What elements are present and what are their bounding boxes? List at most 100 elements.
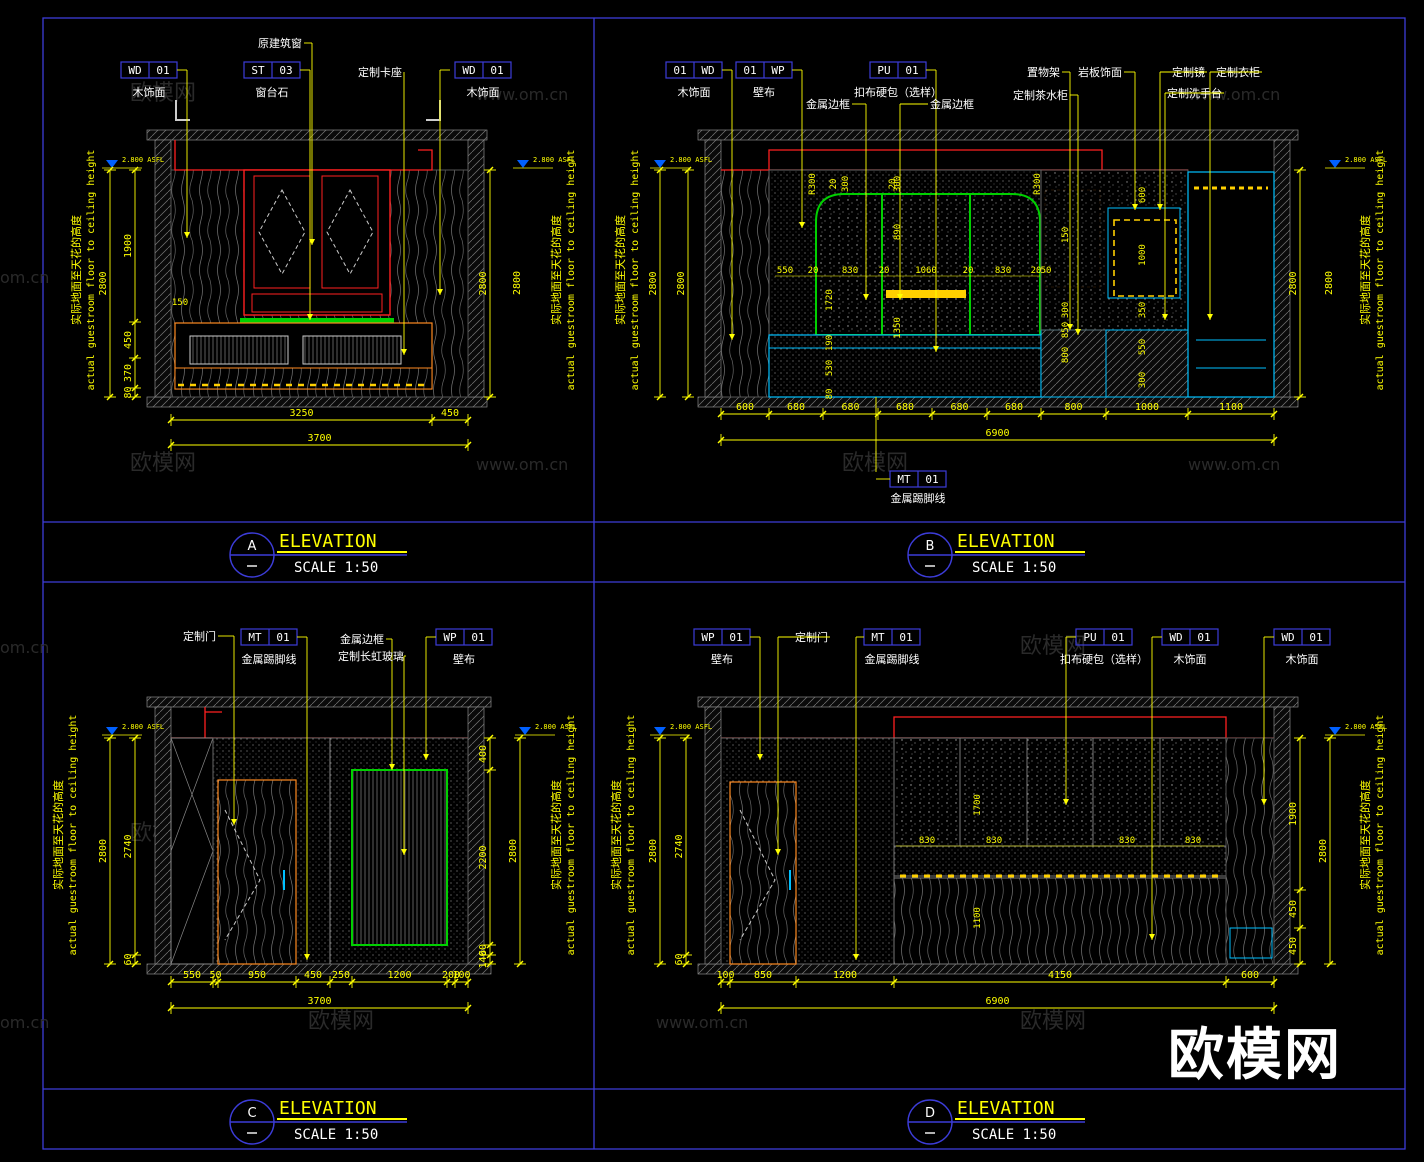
- elevation-c: [146, 696, 492, 975]
- dimension-text: 680: [896, 402, 914, 413]
- elevation-id: C: [247, 1106, 256, 1121]
- dimension-text: 80: [123, 386, 134, 398]
- dimension-text: 3250: [289, 408, 313, 419]
- elevation-title-text: ELEVATION: [279, 531, 377, 552]
- dimension-text: 850: [754, 970, 772, 981]
- dimension-text: 800: [1061, 347, 1071, 363]
- dimension-text: 60: [674, 953, 685, 965]
- dimension-text: 2800: [1324, 271, 1335, 295]
- tag-code: 01: [673, 64, 686, 77]
- watermark-url: om.cn: [0, 1013, 49, 1032]
- level-mark: 2.800 ASFL: [122, 723, 164, 731]
- tag-code: WD: [462, 64, 475, 77]
- dimension-text: 3700: [307, 433, 331, 444]
- watermark-url: om.cn: [0, 268, 49, 287]
- dimension-text: 250: [332, 970, 350, 981]
- tag-code: WP: [443, 631, 457, 644]
- level-mark: 2.800 ASFL: [1345, 156, 1387, 164]
- drawing-frame: [42, 17, 1406, 1150]
- dimension-text: 550: [777, 266, 793, 276]
- dimension-text: 20: [1031, 266, 1042, 276]
- ceiling-outline: [174, 140, 433, 171]
- tag-label: 木饰面: [678, 85, 711, 99]
- elevation-scale: SCALE 1:50: [972, 1127, 1056, 1143]
- dimension-text: 1900: [1288, 802, 1299, 826]
- tag-label: 窗台石: [256, 85, 289, 99]
- dimension-text: 830: [986, 836, 1002, 846]
- dimension-text: 550: [183, 970, 201, 981]
- dimension-text: 200: [442, 970, 460, 981]
- dimension-text: 400: [478, 745, 489, 763]
- window-sash-right: [321, 175, 379, 289]
- dimension-text: 450: [123, 331, 134, 349]
- dimension-text: 450: [441, 408, 459, 419]
- dimension-text: 950: [248, 970, 266, 981]
- dimension-text: 1100: [973, 907, 983, 929]
- dimension-text: 100: [452, 970, 470, 981]
- elevation-id: A: [248, 539, 257, 554]
- wood-panel-wall: [720, 169, 770, 398]
- dimension-text: 800: [1064, 402, 1082, 413]
- elevation-title-text: ELEVATION: [279, 1098, 377, 1119]
- original-window: [243, 169, 391, 316]
- dimension-text: 6900: [985, 996, 1009, 1007]
- tag-code: MT: [897, 473, 911, 486]
- watermark-logo: 欧模网: [1020, 634, 1086, 659]
- watermark-logo: 欧模网: [308, 1009, 374, 1034]
- tag-number: 01: [276, 631, 289, 644]
- tag-number: 01: [1197, 631, 1210, 644]
- level-mark: 2.800 ASFL: [670, 723, 712, 731]
- level-mark: 2.800 ASFL: [535, 723, 577, 731]
- dimension-text: 1060: [915, 266, 937, 276]
- dimension-text: 850: [1061, 322, 1071, 338]
- dimension-text: 350: [1138, 302, 1148, 318]
- elevation-id: B: [926, 539, 935, 554]
- tag-code: PU: [1083, 631, 1096, 644]
- tag-number: WP: [771, 64, 785, 77]
- dimension-text: 20: [829, 179, 839, 190]
- bench-cushion-left: [189, 335, 289, 365]
- height-note-cn: 实际地面至天花的高度: [609, 780, 623, 890]
- callout-note: 定制茶水柜: [1013, 88, 1068, 102]
- tag-code: ST: [251, 64, 265, 77]
- tag-label: 金属踢脚线: [865, 652, 920, 666]
- tag-code: WD: [128, 64, 141, 77]
- watermark-logo: 欧模网: [1020, 1009, 1086, 1034]
- dimension-text: 300: [1061, 302, 1071, 318]
- tag-code: WP: [701, 631, 715, 644]
- elevation-title-text: ELEVATION: [957, 531, 1055, 552]
- tag-label: 壁布: [753, 85, 775, 99]
- window-lower-pane: [251, 293, 383, 313]
- tag-label: 金属踢脚线: [891, 491, 946, 505]
- dimension-text: 2200: [478, 845, 489, 869]
- dimension-text: 2800: [98, 271, 109, 295]
- watermark-url: www.om.cn: [476, 455, 568, 474]
- dimension-text: 300: [1138, 372, 1148, 388]
- dimension-text: 830: [919, 836, 935, 846]
- dimension-text: 6900: [985, 428, 1009, 439]
- dimension-text: 1100: [1219, 402, 1243, 413]
- dimension-text: 20: [808, 266, 819, 276]
- tag-number: 01: [899, 631, 912, 644]
- height-note-en: actual guestroom floor to ceiling height: [630, 150, 641, 391]
- custom-wardrobe: [1187, 171, 1275, 398]
- tag-number: 01: [490, 64, 503, 77]
- elevation-scale: SCALE 1:50: [294, 1127, 378, 1143]
- dimension-text: 680: [841, 402, 859, 413]
- tag-label: 木饰面: [133, 85, 166, 99]
- dimension-text: 830: [842, 266, 858, 276]
- elevation-d: [697, 696, 1299, 975]
- dimension-text: 2800: [648, 271, 659, 295]
- dimension-text: 680: [950, 402, 968, 413]
- callout-note: 金属边框: [340, 632, 384, 646]
- height-note-cn: 实际地面至天花的高度: [1358, 780, 1372, 890]
- dimension-text: 2800: [98, 839, 109, 863]
